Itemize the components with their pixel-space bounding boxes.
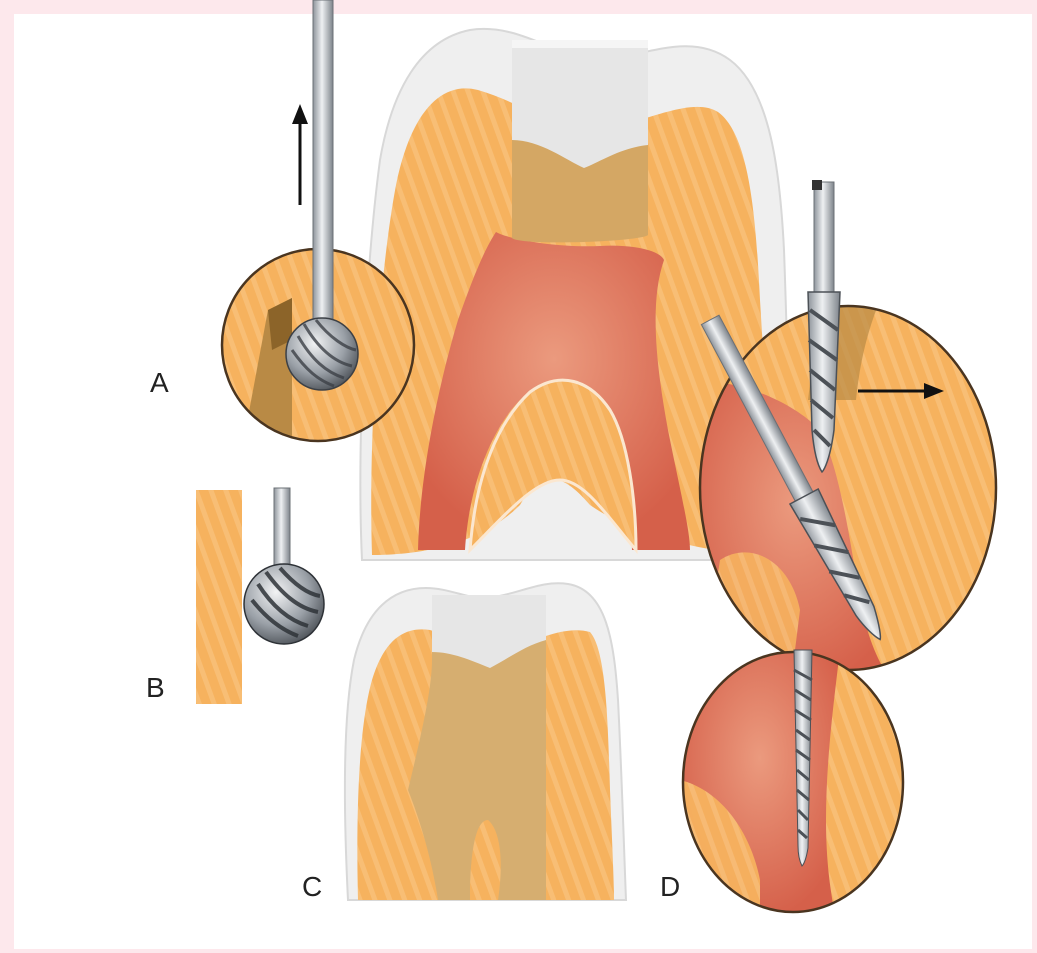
label-b: B (146, 672, 165, 703)
label-c: C (302, 871, 322, 902)
label-a: A (150, 367, 169, 398)
label-d: D (660, 871, 680, 902)
lower-tooth-c (345, 583, 626, 900)
